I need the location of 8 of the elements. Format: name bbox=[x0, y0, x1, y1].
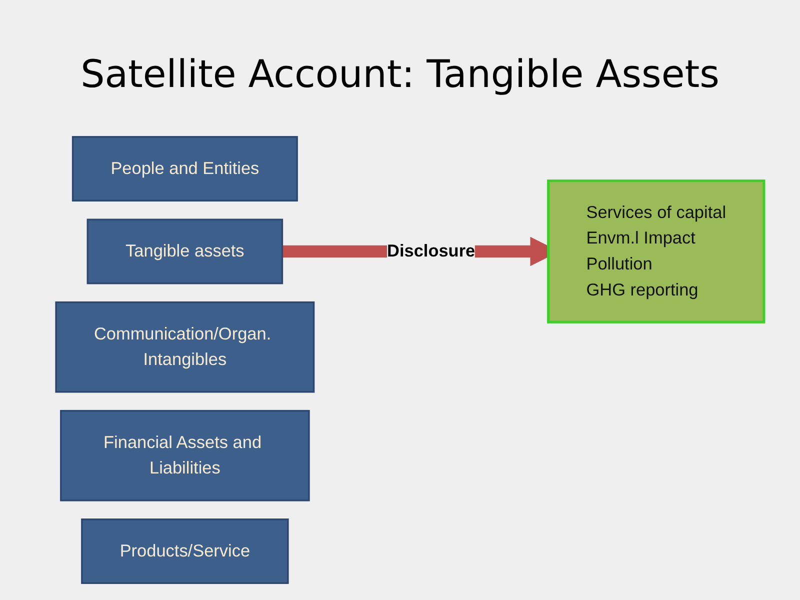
node-box: Communication/Organ. Intangibles bbox=[55, 301, 315, 393]
node-box: Tangible assets bbox=[86, 218, 284, 284]
node-box: Financial Assets and Liabilities bbox=[60, 410, 310, 502]
node-box: Services of capital Envm.l Impact Pollution GHG reporting bbox=[547, 180, 766, 324]
edge-label: Disclosure bbox=[387, 242, 476, 261]
node-box: Products/Service bbox=[81, 518, 289, 584]
node-box: People and Entities bbox=[72, 136, 298, 202]
title: Satellite Account: Tangible Assets bbox=[80, 51, 720, 98]
